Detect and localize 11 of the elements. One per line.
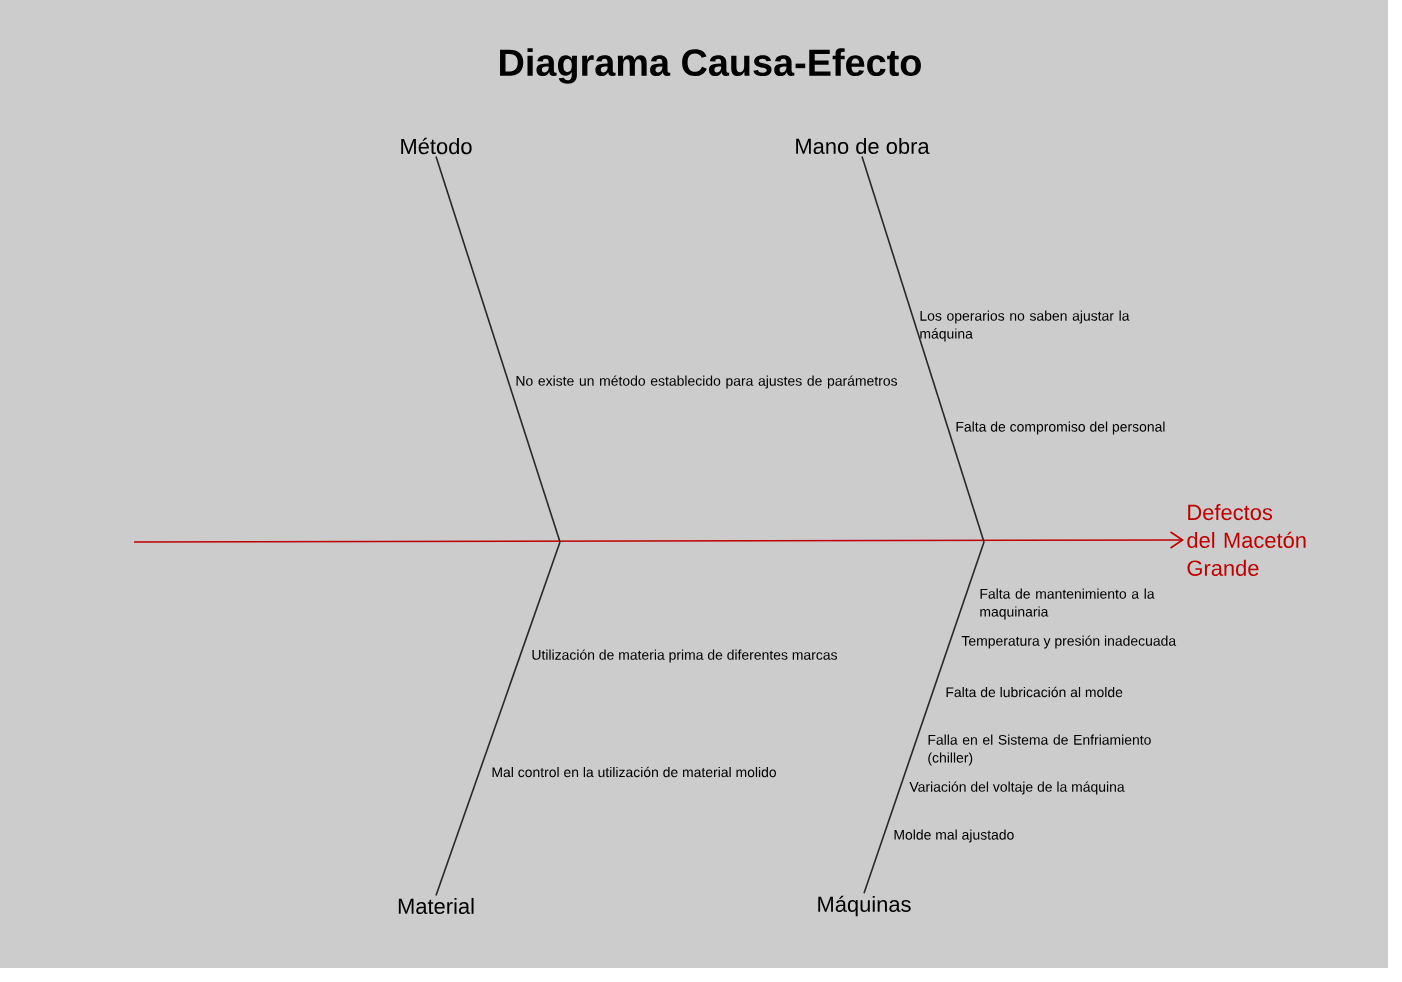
- category-label: Método: [401, 137, 472, 155]
- title: Diagrama Causa-Efecto: [500, 48, 921, 84]
- bone-line: [863, 541, 985, 895]
- category-label: Mano de obra: [796, 137, 930, 155]
- effect-label: Defectos del Macetón Grande: [1187, 504, 1306, 576]
- bone-line: [435, 541, 561, 897]
- bone-line: [861, 155, 985, 543]
- category-label: Máquinas: [818, 895, 911, 917]
- spine-arrow: [133, 531, 1184, 549]
- category-label: Material: [398, 897, 474, 915]
- bone-line: [435, 155, 561, 543]
